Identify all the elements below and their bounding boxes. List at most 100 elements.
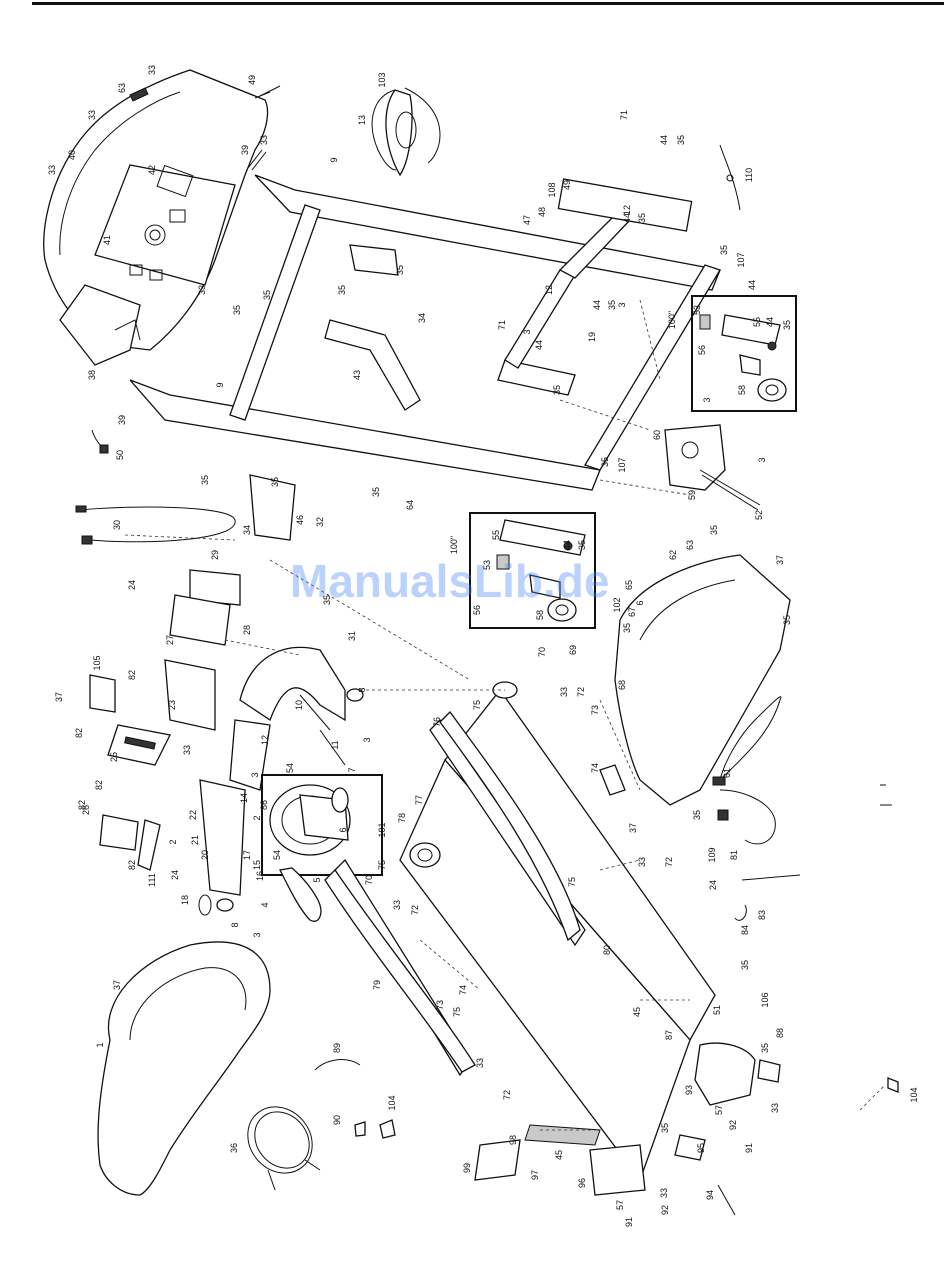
part-label: 30 (112, 520, 122, 530)
part-label: 104 (909, 1087, 919, 1102)
part-label: 33 (637, 857, 647, 867)
part-label: 32 (315, 517, 325, 527)
part-label: 57 (714, 1105, 724, 1115)
part-label: 97 (530, 1170, 540, 1180)
part-label: 37 (775, 555, 785, 565)
part-label: 27 (165, 635, 175, 645)
part-label: 69 (568, 645, 578, 655)
part-label: 23 (167, 700, 177, 710)
part-label: 82 (77, 800, 87, 810)
part-label: 76 (432, 717, 442, 727)
part-label: 3 (252, 932, 262, 937)
part-label: 106 (760, 992, 770, 1007)
part-label: 90 (332, 1115, 342, 1125)
base-frame (599, 554, 791, 806)
part-label: 3 (702, 397, 712, 402)
part-label: 53 (482, 560, 492, 570)
part-label: 96 (577, 1178, 587, 1188)
part-label: 104 (387, 1095, 397, 1110)
part-label: 46 (295, 515, 305, 525)
part-label: 75 (567, 877, 577, 887)
part-label: 56 (472, 605, 482, 615)
part-label: 9 (329, 157, 339, 162)
part-label: 15 (252, 860, 262, 870)
motor-hood (97, 941, 271, 1196)
part-label: 61 (722, 768, 732, 778)
part-label: 86 (259, 800, 269, 810)
part-label: 28 (242, 625, 252, 635)
part-label: 84 (740, 925, 750, 935)
part-label: 110 (744, 168, 754, 182)
front-foot-right (694, 1042, 756, 1106)
part-label: 47 (522, 215, 532, 225)
part-label: 19 (587, 332, 597, 342)
part-label: 14 (239, 793, 249, 803)
part-label: 71 (619, 110, 629, 120)
part-label: 49 (562, 180, 572, 190)
part-label: 58 (535, 610, 545, 620)
part-label: 73 (435, 1000, 445, 1010)
left-wheel-detail (496, 519, 586, 622)
part-label: 37 (628, 823, 638, 833)
console-assembly (43, 69, 281, 366)
part-label: 75 (452, 1007, 462, 1017)
part-label: 17 (242, 850, 252, 860)
part-label: 33 (87, 110, 97, 120)
part-label: 37 (112, 980, 122, 990)
part-label: 12 (544, 285, 554, 295)
part-label: 11 (330, 740, 340, 749)
part-label: 77 (414, 795, 424, 805)
part-label: 45 (632, 1007, 642, 1017)
part-label: 49 (247, 75, 257, 85)
part-label: 44 (534, 340, 544, 350)
wire-110 (719, 144, 741, 211)
power-cord (712, 696, 782, 845)
part-label: 24 (170, 870, 180, 880)
part-label: 35 (622, 623, 632, 633)
part-label: 3 (522, 329, 532, 334)
part-label: 53 (692, 305, 702, 315)
drive-belt (279, 867, 322, 922)
part-label: 70 (537, 647, 547, 657)
part-label: 35 (660, 1123, 670, 1133)
part-label: 35 (782, 320, 792, 330)
part-label: 3 (250, 772, 260, 777)
part-label: 78 (397, 813, 407, 823)
part-label: 35 (709, 525, 719, 535)
part-label: 50 (115, 450, 125, 460)
part-label: 63 (685, 540, 695, 550)
part-label: 62 (668, 550, 678, 560)
part-label: 54 (285, 763, 295, 773)
part-label: 33 (659, 1188, 669, 1198)
part-label: 33 (147, 65, 157, 75)
part-label: 79 (372, 980, 382, 990)
top-rule (32, 2, 944, 5)
part-label: 44 (622, 213, 632, 223)
part-label: 75 (377, 860, 387, 870)
part-label: 74 (590, 763, 600, 773)
part-label: 29 (210, 550, 220, 560)
part-label: 44 (592, 300, 602, 310)
part-label: 82 (74, 728, 84, 738)
part-label: 91 (744, 1143, 754, 1153)
part-label: 70 (364, 875, 374, 885)
chest-strap (371, 87, 441, 177)
part-label: 43 (352, 370, 362, 380)
part-label: 81 (729, 850, 739, 860)
part-label: 109 (707, 847, 717, 862)
part-label: 108 (547, 182, 557, 197)
part-label: 35 (232, 305, 242, 315)
part-label: 80 (602, 945, 612, 955)
part-label: 39 (117, 415, 127, 425)
part-label: 102 (612, 597, 622, 612)
wire-89 (314, 1059, 361, 1071)
part-label: 13 (357, 115, 367, 125)
part-label: 12 (622, 205, 632, 215)
part-label: 33 (197, 285, 207, 295)
part-label: 82 (94, 780, 104, 790)
part-label: 83 (757, 910, 767, 920)
part-label: 95 (696, 1143, 706, 1153)
part-label: 93 (684, 1085, 694, 1095)
part-label: 35 (600, 457, 610, 467)
